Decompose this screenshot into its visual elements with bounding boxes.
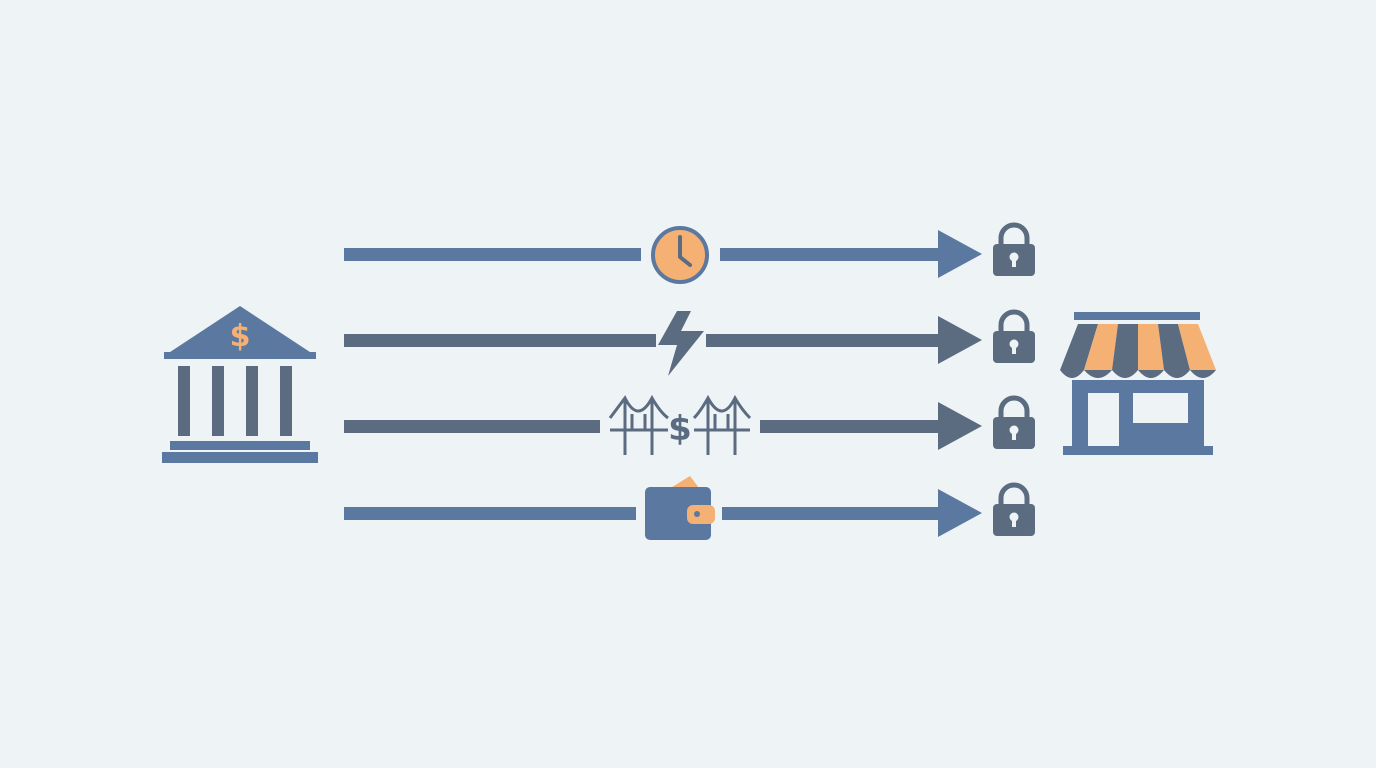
clock-icon [651, 226, 709, 284]
flow-arrowhead [938, 402, 982, 450]
bridge-dollar-icon [608, 394, 752, 455]
flow-line [344, 334, 656, 347]
wallet-icon [645, 476, 715, 540]
flow-line [344, 248, 641, 261]
flow-line [722, 507, 942, 520]
flow-line [706, 334, 942, 347]
storefront-icon [1060, 312, 1216, 455]
padlock-icon [993, 309, 1035, 363]
bank-dollar-symbol: $ [230, 319, 251, 354]
flow-line [760, 420, 942, 433]
padlock-icon [993, 222, 1035, 276]
bank-icon: $ [162, 306, 318, 463]
flow-bridge: $ [344, 394, 982, 455]
flow-clock [344, 226, 982, 284]
flow-instant [344, 311, 982, 376]
flow-arrowhead [938, 316, 982, 364]
bridge-dollar-symbol: $ [668, 409, 692, 449]
flow-arrowhead [938, 489, 982, 537]
flow-wallet [344, 476, 982, 540]
flow-line [344, 507, 636, 520]
padlock-icon [993, 395, 1035, 449]
padlock-icon [993, 482, 1035, 536]
flow-arrowhead [938, 230, 982, 278]
flow-line [344, 420, 600, 433]
flow-line [720, 248, 942, 261]
lightning-icon [658, 311, 704, 376]
